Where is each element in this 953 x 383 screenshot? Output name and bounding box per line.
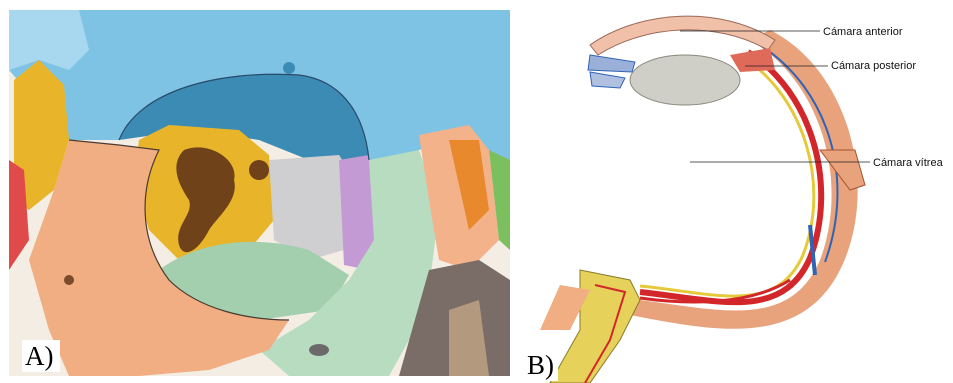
panel-a-orbit-illustration [9,10,510,376]
rim-foramen [64,275,74,285]
eye-cross-section [520,0,953,383]
callout-camara-anterior: Cámara anterior [823,27,902,38]
lens [630,55,740,105]
iris-left [588,55,635,72]
ciliary-body-left [590,72,625,88]
vortex-vein [810,225,815,275]
infraorbital-foramen [309,344,329,356]
panel-b-label: B) [523,350,558,381]
foramen-dark [249,160,269,180]
ciliary-body-right [730,48,775,72]
orbit-painting [9,10,510,376]
panel-b-eye-diagram [520,0,953,383]
upper-left-region [9,10,89,70]
cornea [590,16,775,55]
callout-camara-vitrea: Cámara vítrea [873,158,943,169]
callout-camara-posterior: Cámara posterior [831,61,916,72]
panel-a-label: A) [22,340,60,372]
foramen-mark [283,62,295,74]
